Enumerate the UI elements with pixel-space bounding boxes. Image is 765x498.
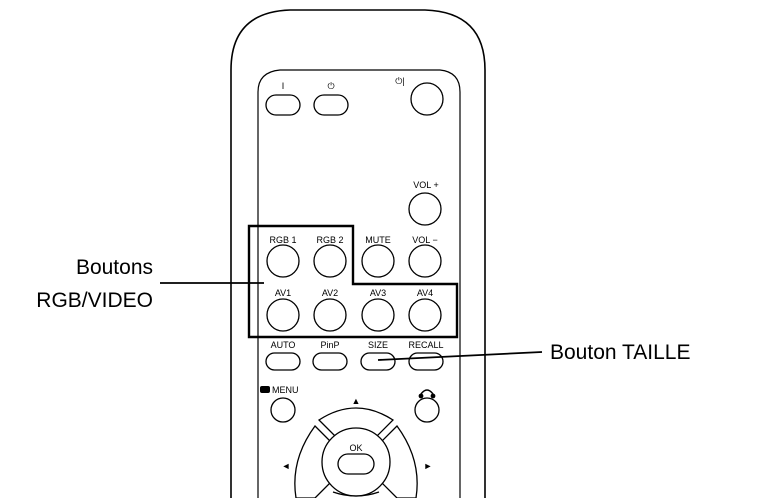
rgb2-label: RGB 2 bbox=[316, 235, 343, 245]
menu-label: MENU bbox=[272, 385, 299, 395]
size-label: SIZE bbox=[368, 340, 388, 350]
av1-label: AV1 bbox=[275, 288, 291, 298]
up-arrow-icon: ▲ bbox=[352, 396, 361, 406]
recall-label: RECALL bbox=[408, 340, 443, 350]
auto-button[interactable] bbox=[265, 352, 301, 371]
vol-minus-button[interactable] bbox=[408, 244, 442, 278]
menu-icon bbox=[260, 386, 270, 393]
power-on-button[interactable] bbox=[265, 94, 301, 116]
ok-label: OK bbox=[349, 443, 362, 453]
standby-button[interactable] bbox=[313, 94, 349, 116]
rgb-video-callout-line2: RGB/VIDEO bbox=[36, 289, 153, 312]
left-arrow-icon: ◄ bbox=[282, 461, 291, 471]
remote-inner-outline bbox=[257, 69, 461, 498]
return-icon bbox=[418, 389, 436, 399]
mute-label: MUTE bbox=[365, 235, 391, 245]
power-toggle-button[interactable] bbox=[410, 82, 444, 116]
vol-plus-button[interactable] bbox=[408, 192, 442, 226]
vol-plus-label: VOL + bbox=[413, 180, 438, 190]
remote-outer-outline bbox=[230, 9, 486, 498]
size-button[interactable] bbox=[360, 352, 396, 371]
pinp-label: PinP bbox=[320, 340, 339, 350]
recall-button[interactable] bbox=[408, 352, 444, 371]
mute-button[interactable] bbox=[361, 244, 395, 278]
ok-button[interactable] bbox=[337, 453, 375, 475]
power-toggle-label: ⏻| bbox=[395, 76, 404, 86]
av3-button[interactable] bbox=[361, 298, 395, 332]
vol-minus-label: VOL − bbox=[412, 235, 437, 245]
rgb2-button[interactable] bbox=[313, 244, 347, 278]
return-button[interactable] bbox=[414, 397, 440, 423]
av4-label: AV4 bbox=[417, 288, 433, 298]
rgb-video-highlight-frame bbox=[247, 224, 459, 339]
av2-button[interactable] bbox=[313, 298, 347, 332]
power-on-label: I bbox=[282, 81, 285, 91]
rgb1-label: RGB 1 bbox=[269, 235, 296, 245]
pinp-button[interactable] bbox=[312, 352, 348, 371]
av4-button[interactable] bbox=[408, 298, 442, 332]
size-callout-label: Bouton TAILLE bbox=[550, 341, 691, 364]
rgb1-button[interactable] bbox=[266, 244, 300, 278]
right-arrow-icon: ► bbox=[424, 461, 433, 471]
auto-label: AUTO bbox=[271, 340, 296, 350]
av2-label: AV2 bbox=[322, 288, 338, 298]
rgb-video-callout-line1: Boutons bbox=[76, 256, 153, 279]
dpad-down-partial bbox=[332, 491, 380, 497]
av3-label: AV3 bbox=[370, 288, 386, 298]
menu-button[interactable] bbox=[270, 397, 296, 423]
standby-label: ⏻ bbox=[327, 81, 334, 91]
size-callout-line bbox=[377, 351, 543, 361]
av1-button[interactable] bbox=[266, 298, 300, 332]
